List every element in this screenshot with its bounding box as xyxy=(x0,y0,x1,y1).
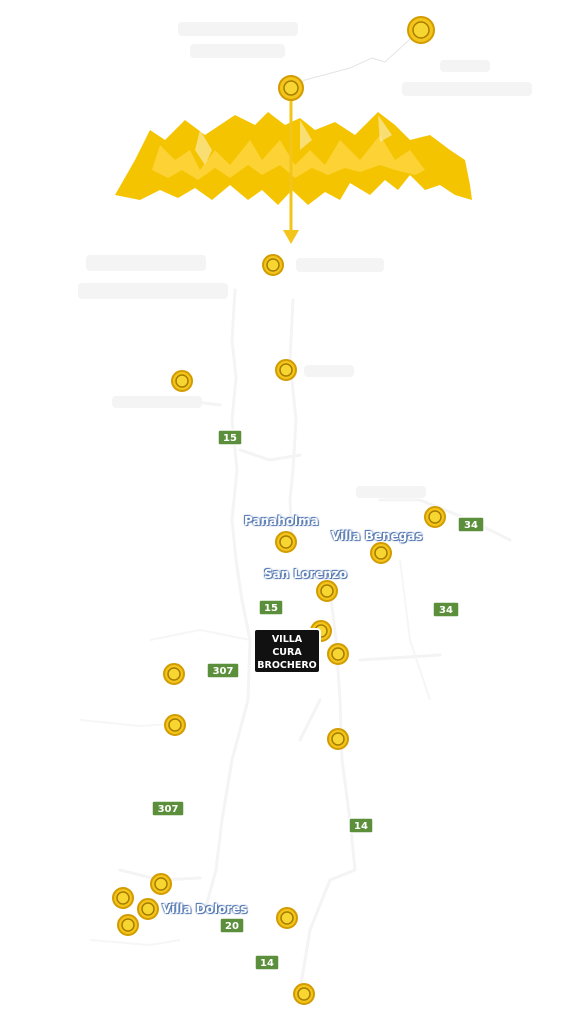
route-badge-14-south: 14 xyxy=(254,954,280,971)
route-badge-307-south: 307 xyxy=(151,800,185,817)
stop-marker-icon xyxy=(164,714,186,736)
svg-text:307: 307 xyxy=(213,666,234,677)
svg-text:15: 15 xyxy=(223,433,237,444)
route-badge-14-north: 14 xyxy=(348,817,374,834)
stop-marker-icon xyxy=(262,254,284,276)
svg-text:34: 34 xyxy=(439,605,453,616)
stop-marker-icon xyxy=(150,873,172,895)
route-badge-15-south: 15 xyxy=(258,599,284,616)
highlighted-town-line3: BROCHERO xyxy=(257,660,317,671)
stop-marker-icon xyxy=(163,663,185,685)
down-arrow-icon xyxy=(283,88,299,244)
stop-marker-icon xyxy=(275,359,297,381)
summit-route xyxy=(290,28,422,90)
stop-marker-icon xyxy=(327,728,349,750)
stop-marker-icon xyxy=(112,887,134,909)
highlighted-town-villa-cura-brochero: VILLA CURA BROCHERO xyxy=(253,628,321,674)
stop-marker-icon xyxy=(117,914,139,936)
stop-marker-icon xyxy=(424,506,446,528)
stop-marker-icon xyxy=(370,542,392,564)
route-badge-307-north: 307 xyxy=(206,662,240,679)
stop-marker-icon xyxy=(278,75,304,101)
svg-text:15: 15 xyxy=(264,603,278,614)
stop-marker-icon xyxy=(407,16,435,44)
svg-text:307: 307 xyxy=(158,804,179,815)
svg-text:34: 34 xyxy=(464,520,478,531)
highlighted-town-line2: CURA xyxy=(272,647,302,658)
stop-marker-icon xyxy=(137,898,159,920)
route-badge-34-south: 34 xyxy=(432,601,460,618)
stop-marker-icon xyxy=(276,907,298,929)
faint-labels xyxy=(78,22,532,498)
town-label-panaholma: Panaholma xyxy=(244,514,319,528)
town-label-villa-dolores: Villa Dolores xyxy=(162,902,248,916)
stop-marker-icon xyxy=(327,643,349,665)
town-label-san-lorenzo: San Lorenzo xyxy=(264,567,348,581)
mountain-range-icon xyxy=(115,112,472,205)
highlighted-town-line1: VILLA xyxy=(271,634,303,645)
svg-text:14: 14 xyxy=(354,821,368,832)
town-label-villa-benegas: Villa Benegas xyxy=(331,529,423,543)
svg-text:20: 20 xyxy=(225,921,239,932)
route-badge-34-east: 34 xyxy=(457,516,485,533)
stop-marker-icon xyxy=(293,983,315,1005)
stop-marker-icon xyxy=(316,580,338,602)
route-badge-15-north: 15 xyxy=(217,429,243,446)
stop-marker-icon xyxy=(275,531,297,553)
route-badge-20: 20 xyxy=(219,917,245,934)
stop-marker-icon xyxy=(171,370,193,392)
svg-text:14: 14 xyxy=(260,958,274,969)
